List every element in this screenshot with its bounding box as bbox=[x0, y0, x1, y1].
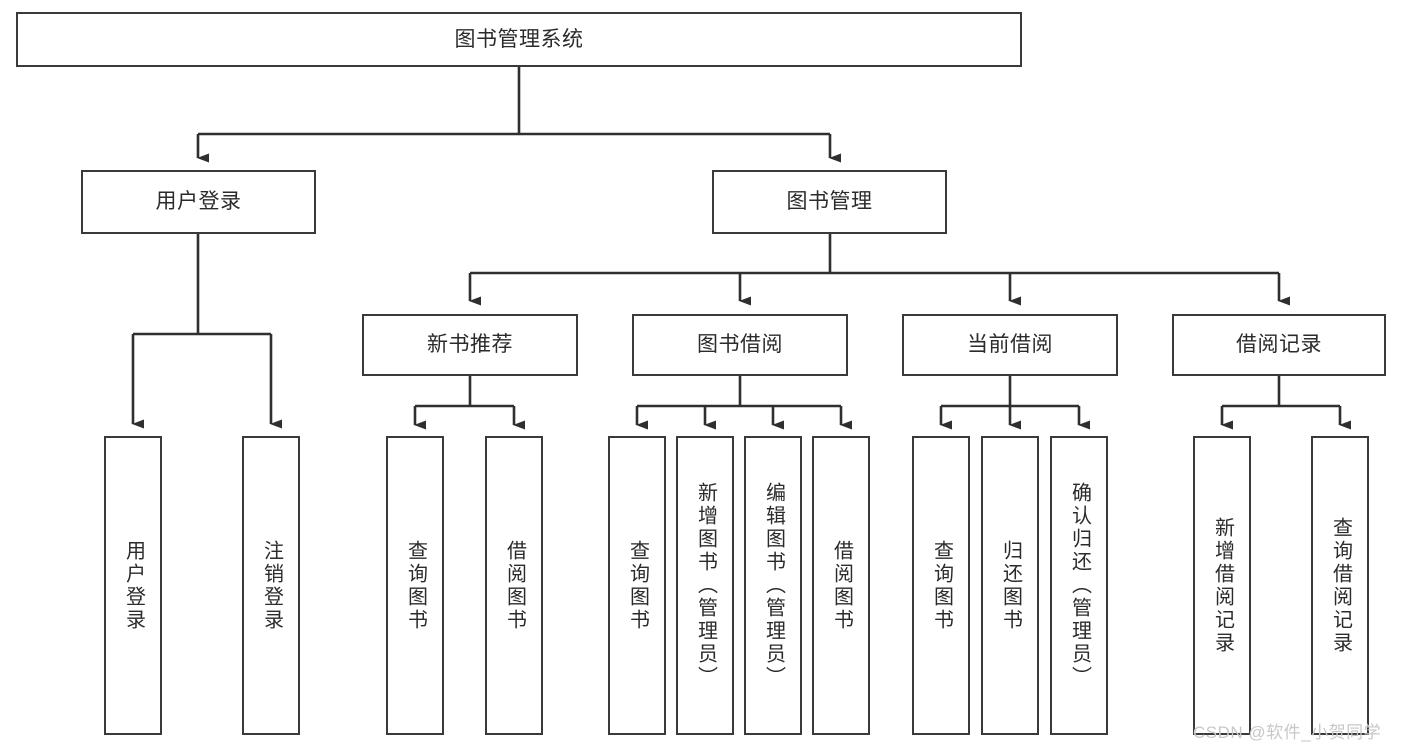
leaf-user-login[interactable]: 用户登录 bbox=[104, 436, 162, 735]
leaf-add-book[interactable]: 新增图书（管理员） bbox=[676, 436, 734, 735]
leaf-borrow-book-2[interactable]: 借阅图书 bbox=[812, 436, 870, 735]
node-new-book-recommend[interactable]: 新书推荐 bbox=[362, 314, 578, 376]
node-book-borrow[interactable]: 图书借阅 bbox=[632, 314, 848, 376]
leaf-borrow-book-1[interactable]: 借阅图书 bbox=[485, 436, 543, 735]
node-root[interactable]: 图书管理系统 bbox=[16, 12, 1022, 67]
leaf-logout-login[interactable]: 注销登录 bbox=[242, 436, 300, 735]
leaf-add-record[interactable]: 新增借阅记录 bbox=[1193, 436, 1251, 735]
leaf-return-book[interactable]: 归还图书 bbox=[981, 436, 1039, 735]
node-current-borrow[interactable]: 当前借阅 bbox=[902, 314, 1118, 376]
node-book-manage[interactable]: 图书管理 bbox=[712, 170, 947, 234]
leaf-query-record[interactable]: 查询借阅记录 bbox=[1311, 436, 1369, 735]
node-borrow-record[interactable]: 借阅记录 bbox=[1172, 314, 1386, 376]
csdn-watermark: CSDN @软件_小贺同学 bbox=[1193, 723, 1382, 742]
leaf-edit-book[interactable]: 编辑图书（管理员） bbox=[744, 436, 802, 735]
leaf-query-book-2[interactable]: 查询图书 bbox=[608, 436, 666, 735]
leaf-confirm-return[interactable]: 确认归还（管理员） bbox=[1050, 436, 1108, 735]
node-user-login[interactable]: 用户登录 bbox=[81, 170, 316, 234]
leaf-query-book-1[interactable]: 查询图书 bbox=[386, 436, 444, 735]
leaf-query-book-3[interactable]: 查询图书 bbox=[912, 436, 970, 735]
